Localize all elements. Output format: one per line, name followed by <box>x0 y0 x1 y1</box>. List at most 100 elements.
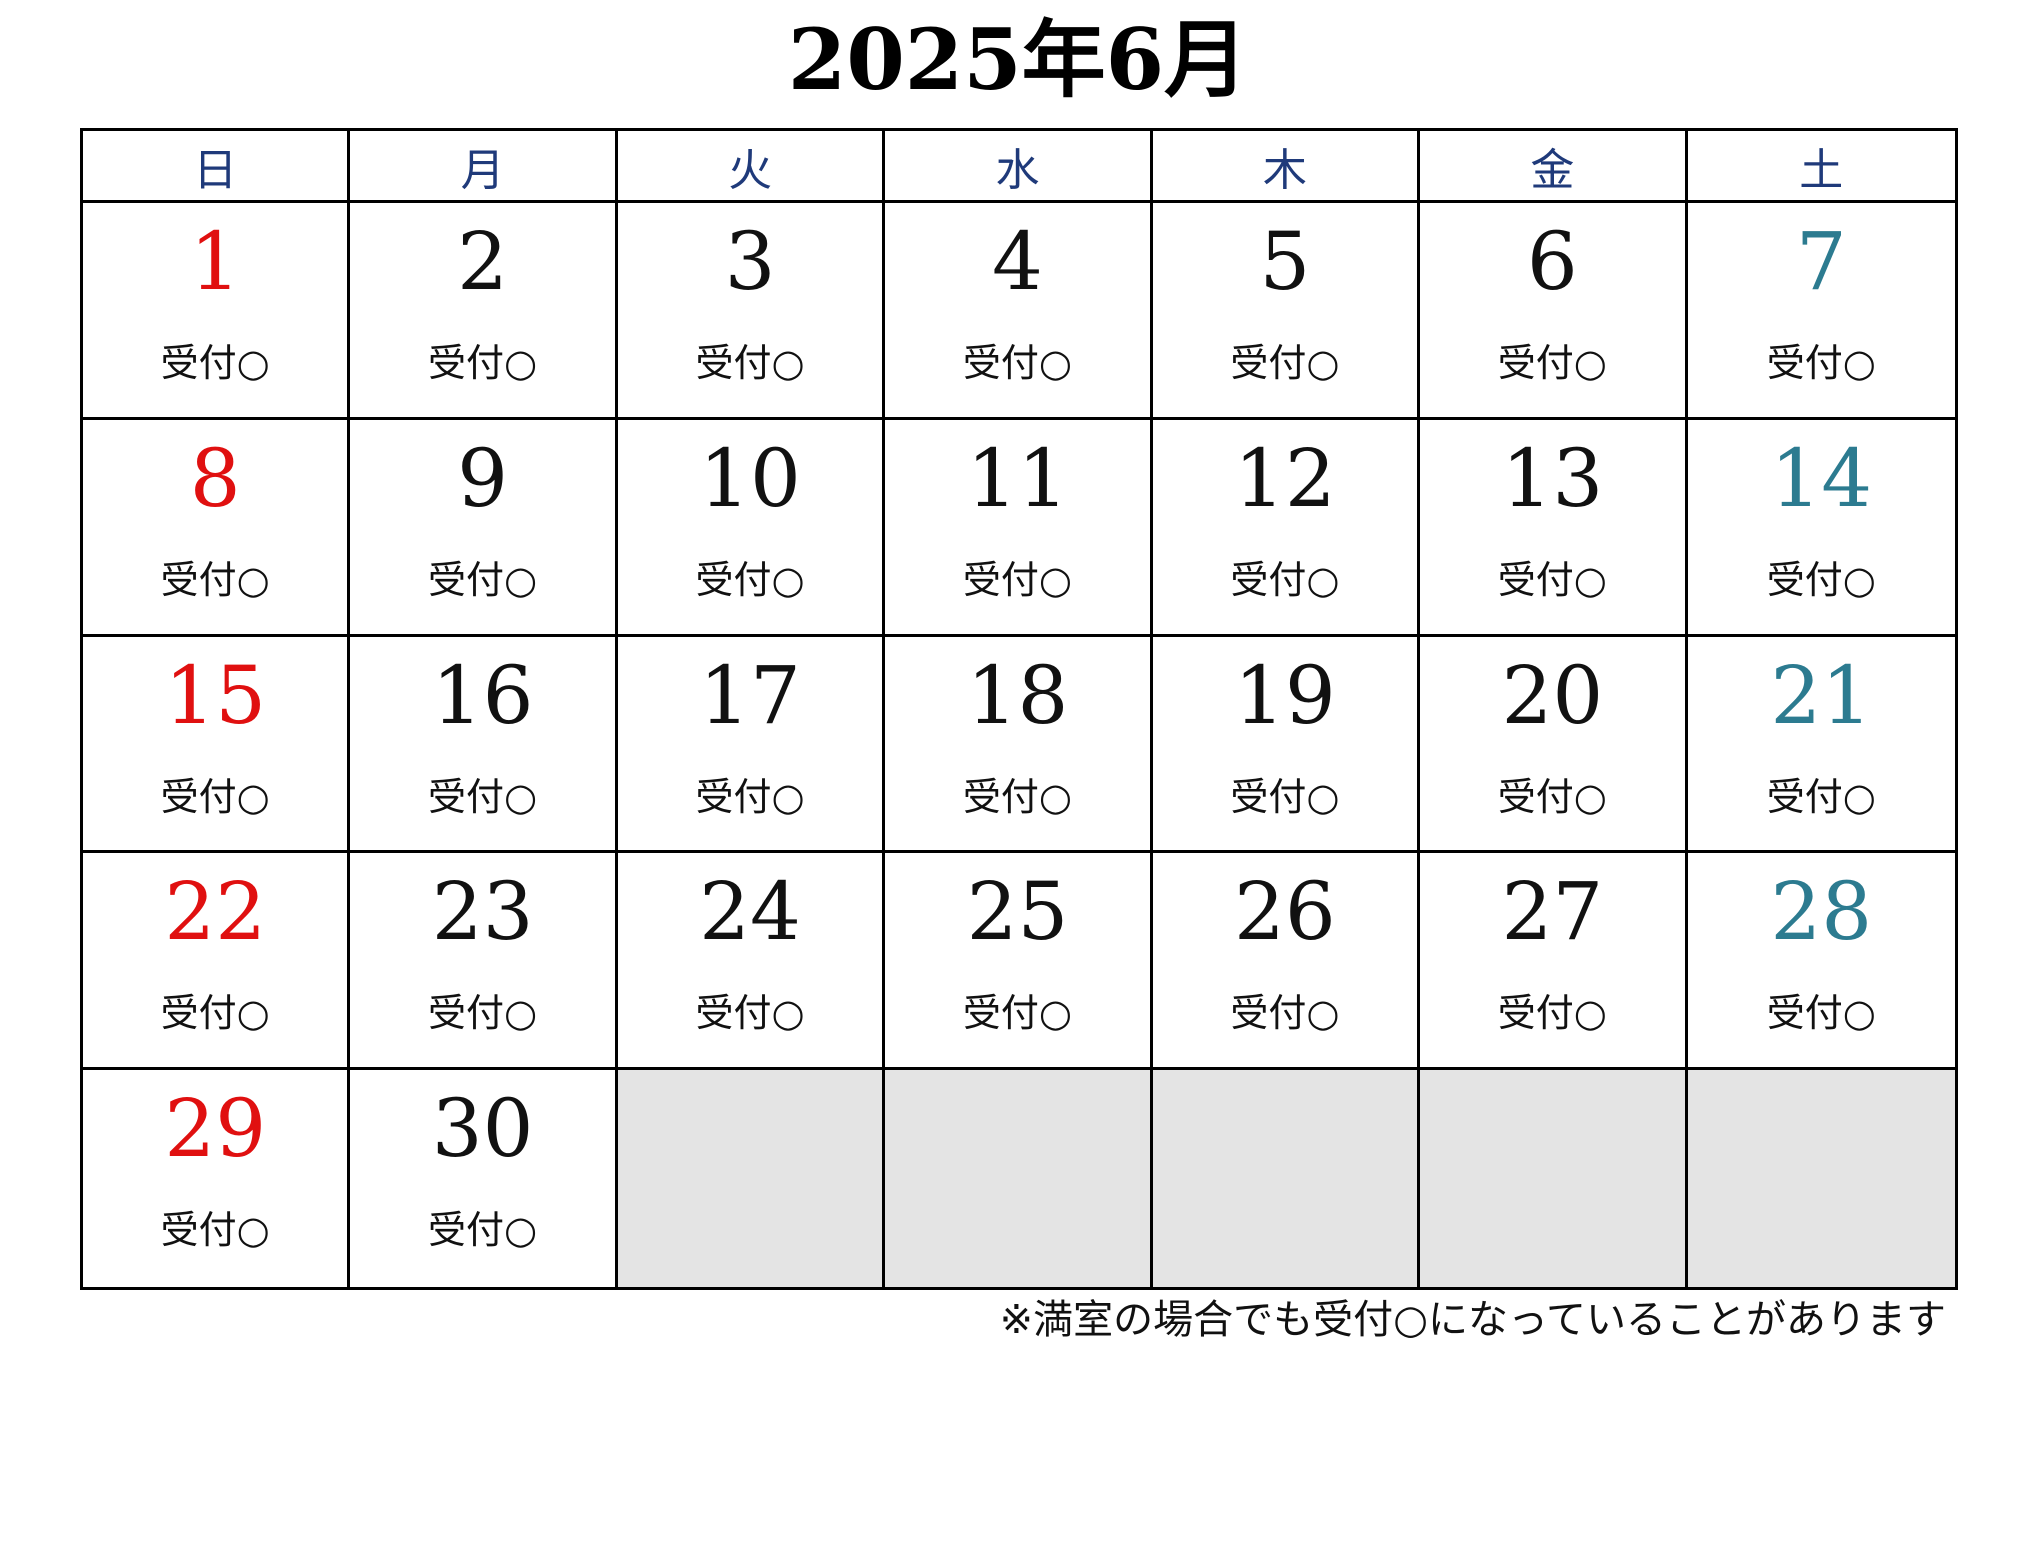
empty-day-cell <box>617 1070 886 1287</box>
day-number: 7 <box>1795 215 1847 308</box>
day-cell: 1 受付○ <box>83 203 351 420</box>
day-cell: 25 受付○ <box>885 853 1153 1071</box>
day-number: 30 <box>431 1082 534 1176</box>
day-number: 23 <box>431 865 534 959</box>
reception-status: 受付○ <box>160 774 270 819</box>
reception-status: 受付○ <box>1230 774 1340 819</box>
day-cell: 22 受付○ <box>83 853 351 1071</box>
reception-status: 受付○ <box>1230 557 1340 602</box>
reception-status: 受付○ <box>962 991 1073 1036</box>
reception-status: 受付○ <box>962 557 1073 602</box>
weekday-header: 水 <box>885 131 1153 203</box>
day-number: 15 <box>164 648 267 742</box>
day-cell: 11 受付○ <box>885 419 1153 637</box>
weekday-header: 火 <box>617 131 886 203</box>
day-number: 17 <box>699 648 801 742</box>
empty-day-cell <box>1687 1070 1955 1287</box>
reception-status: 受付○ <box>962 341 1073 385</box>
day-cell: 7 受付○ <box>1687 203 1955 420</box>
day-cell: 29 受付○ <box>83 1070 351 1287</box>
day-number: 19 <box>1234 648 1336 742</box>
day-number: 8 <box>189 431 241 525</box>
empty-day-cell <box>1420 1070 1688 1287</box>
day-number: 26 <box>1234 865 1336 959</box>
day-number: 22 <box>164 865 267 959</box>
reception-status: 受付○ <box>695 991 805 1036</box>
weekday-header: 金 <box>1420 131 1688 203</box>
day-number: 27 <box>1501 865 1604 959</box>
day-number: 9 <box>457 431 509 525</box>
reception-status: 受付○ <box>428 774 538 819</box>
reception-status: 受付○ <box>428 1208 538 1253</box>
day-cell: 9 受付○ <box>350 419 618 637</box>
day-number: 24 <box>699 865 801 959</box>
day-cell: 14 受付○ <box>1687 420 1955 637</box>
day-cell: 3 受付○ <box>617 203 886 420</box>
day-cell: 19 受付○ <box>1152 636 1421 854</box>
reception-status: 受付○ <box>160 1208 270 1253</box>
reception-status: 受付○ <box>1766 774 1876 819</box>
day-cell: 21 受付○ <box>1687 637 1955 854</box>
day-number: 2 <box>457 215 509 308</box>
day-cell: 8 受付○ <box>83 419 351 637</box>
reception-status: 受付○ <box>695 341 805 385</box>
weekday-header: 土 <box>1687 131 1955 203</box>
day-number: 12 <box>1234 431 1336 525</box>
reception-status: 受付○ <box>428 557 538 602</box>
day-number: 11 <box>966 431 1069 525</box>
day-number: 28 <box>1770 865 1873 959</box>
day-cell: 23 受付○ <box>350 853 618 1071</box>
day-number: 10 <box>699 431 801 525</box>
reception-status: 受付○ <box>1766 991 1876 1036</box>
day-cell: 16 受付○ <box>350 636 618 854</box>
day-number: 21 <box>1770 648 1873 742</box>
day-number: 3 <box>724 215 776 308</box>
reception-status: 受付○ <box>1230 991 1340 1036</box>
day-number: 1 <box>189 215 241 308</box>
reception-status: 受付○ <box>160 557 270 602</box>
weekday-header: 木 <box>1152 131 1421 203</box>
day-cell: 18 受付○ <box>885 636 1153 854</box>
day-cell: 26 受付○ <box>1152 853 1421 1071</box>
day-number: 5 <box>1259 215 1311 308</box>
footnote: ※満室の場合でも受付○になっていることがあります <box>999 1297 1946 1343</box>
reception-status: 受付○ <box>428 341 538 385</box>
day-cell: 2 受付○ <box>350 203 618 420</box>
day-number: 16 <box>431 648 534 742</box>
calendar-title: 2025年6月 <box>787 10 1249 109</box>
day-cell: 12 受付○ <box>1152 419 1421 637</box>
reception-status: 受付○ <box>1497 991 1607 1036</box>
day-number: 13 <box>1501 431 1604 525</box>
reception-status: 受付○ <box>1766 341 1876 385</box>
reception-status: 受付○ <box>1497 341 1607 385</box>
reception-status: 受付○ <box>962 774 1073 819</box>
day-cell: 24 受付○ <box>617 853 886 1071</box>
reception-status: 受付○ <box>1766 557 1876 602</box>
day-number: 14 <box>1770 431 1873 525</box>
reception-status: 受付○ <box>160 991 270 1036</box>
reception-status: 受付○ <box>695 774 805 819</box>
weekday-header: 日 <box>83 131 351 203</box>
day-cell: 17 受付○ <box>617 636 886 854</box>
day-number: 18 <box>966 648 1069 742</box>
empty-day-cell <box>1152 1070 1421 1287</box>
day-cell: 30 受付○ <box>350 1070 618 1287</box>
reception-status: 受付○ <box>1497 557 1607 602</box>
reception-status: 受付○ <box>1230 341 1340 385</box>
day-number: 29 <box>164 1082 267 1176</box>
reception-status: 受付○ <box>160 341 270 385</box>
day-cell: 27 受付○ <box>1420 853 1688 1071</box>
reception-status: 受付○ <box>428 991 538 1036</box>
day-number: 20 <box>1501 648 1604 742</box>
day-cell: 5 受付○ <box>1152 203 1421 420</box>
reception-status: 受付○ <box>695 557 805 602</box>
empty-day-cell <box>885 1070 1153 1287</box>
weekday-header: 月 <box>350 131 618 203</box>
day-number: 25 <box>966 865 1069 959</box>
day-number: 4 <box>992 215 1043 308</box>
day-cell: 4 受付○ <box>885 203 1153 420</box>
day-cell: 28 受付○ <box>1687 853 1955 1071</box>
